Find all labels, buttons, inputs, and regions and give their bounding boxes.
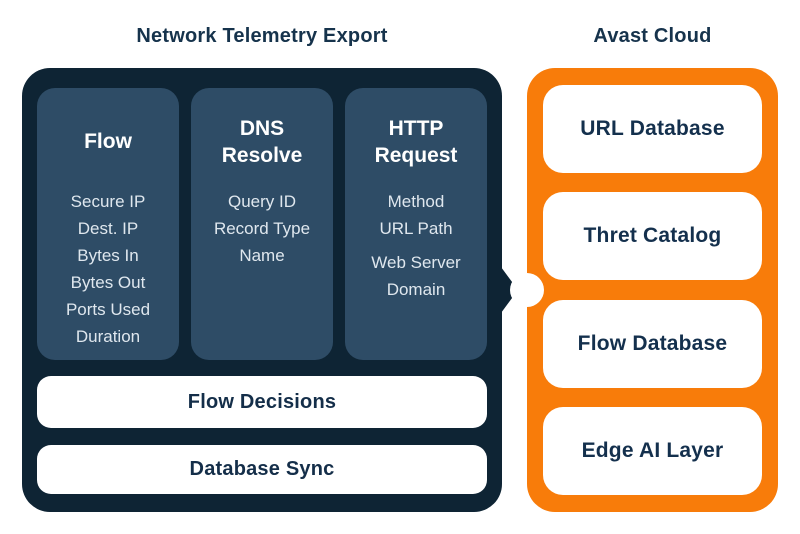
list-item: Record Type	[213, 219, 311, 238]
flow-column-title: Flow	[84, 130, 132, 154]
dns-resolve-column-title: DNS Resolve	[221, 116, 303, 167]
list-item: Query ID	[227, 192, 297, 211]
list-item: Bytes Out	[70, 273, 146, 292]
url-database-box: URL Database	[543, 85, 762, 173]
list-item: Bytes In	[77, 246, 139, 265]
flow-decisions-bar: Flow Decisions	[37, 376, 487, 428]
list-item: Method	[387, 192, 445, 211]
list-item: URL Path	[379, 219, 453, 238]
flow-database-box: Flow Database	[543, 299, 762, 388]
cloud-panel: URL Database Thret Catalog Flow Database…	[510, 68, 778, 512]
telemetry-panel: Flow Secure IP Dest. IP Bytes In Bytes O…	[22, 68, 518, 512]
edge-ai-layer-box: Edge AI Layer	[543, 406, 762, 495]
http-request-column-title: HTTP Request	[374, 116, 458, 167]
list-item: Name	[239, 246, 285, 265]
dns-resolve-column-items: Query ID Record Type Name	[199, 188, 325, 269]
list-item: Dest. IP	[77, 219, 139, 238]
telemetry-columns: Flow Secure IP Dest. IP Bytes In Bytes O…	[37, 88, 487, 360]
flow-column: Flow Secure IP Dest. IP Bytes In Bytes O…	[37, 88, 179, 360]
list-item: Duration	[75, 327, 141, 346]
threat-catalog-box: Thret Catalog	[543, 192, 762, 281]
flow-column-items: Secure IP Dest. IP Bytes In Bytes Out Po…	[45, 188, 171, 350]
dns-resolve-column: DNS Resolve Query ID Record Type Name	[191, 88, 333, 360]
list-item: Ports Used	[65, 300, 151, 319]
telemetry-panel-title: Network Telemetry Export	[136, 25, 388, 47]
database-sync-bar: Database Sync	[37, 445, 487, 494]
http-request-column: HTTP Request Method URL Path Web Server …	[345, 88, 487, 360]
cloud-panel-title: Avast Cloud	[593, 25, 712, 47]
list-item: Secure IP	[70, 192, 146, 211]
connector-notch	[510, 273, 544, 307]
http-request-column-items: Method URL Path Web Server Domain	[353, 188, 479, 303]
list-item: Web Server Domain	[371, 253, 461, 299]
